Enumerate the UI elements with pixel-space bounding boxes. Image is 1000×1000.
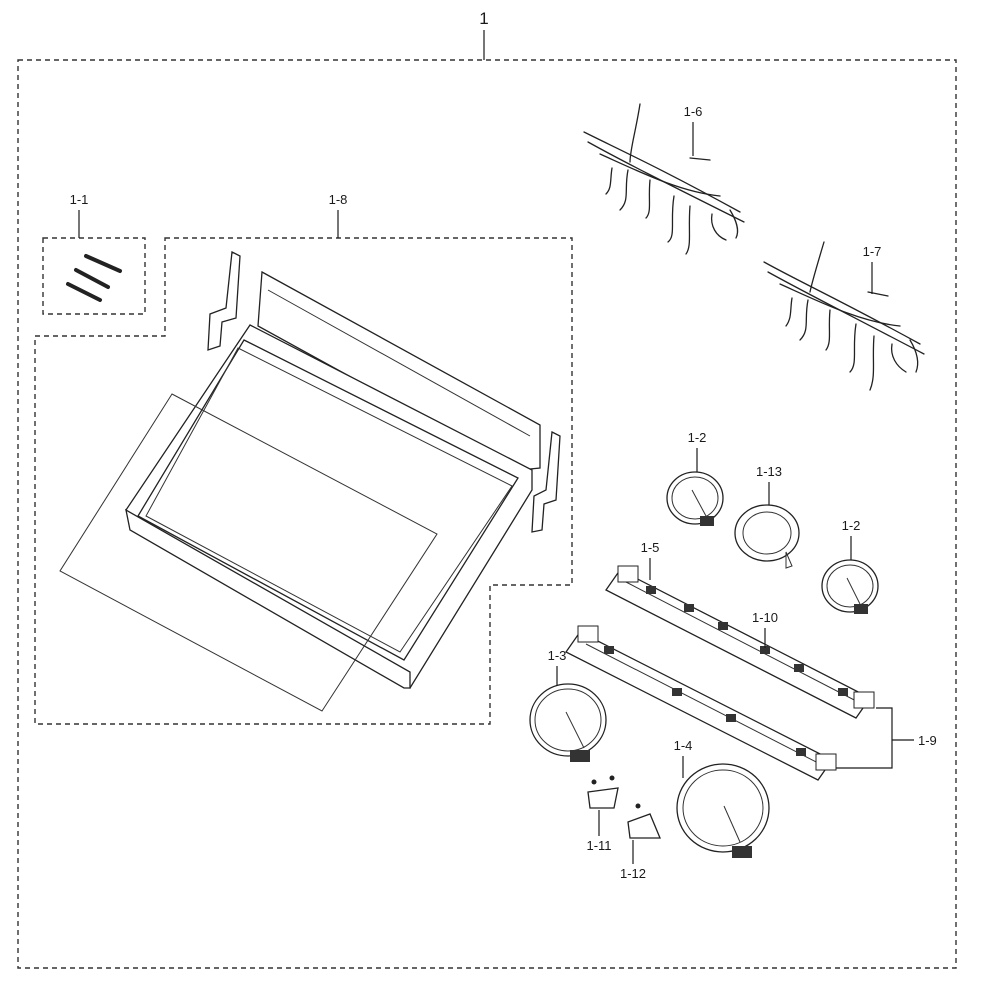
- part-trim-ring: [734, 504, 800, 569]
- part-small-burner-ring-1: [666, 471, 724, 526]
- part-screws: [42, 237, 146, 315]
- bracket-part-group: [836, 707, 893, 769]
- label-part: 1-4: [674, 738, 693, 753]
- part-terminal-bar-upper: [605, 565, 875, 719]
- label-part: 1-9: [918, 733, 937, 748]
- label-part: 1-5: [641, 540, 660, 555]
- label-part: 1-8: [329, 192, 348, 207]
- part-small-bracket-2: [627, 803, 661, 839]
- part-medium-burner-ring: [529, 683, 607, 762]
- label-part: 1-2: [688, 430, 707, 445]
- part-glass-panel: [59, 393, 438, 712]
- part-terminal-bar-lower: [565, 625, 837, 781]
- part-cooktop-frame: [125, 250, 561, 689]
- label-part: 1-3: [548, 648, 567, 663]
- part-small-bracket-1: [587, 775, 619, 809]
- label-part: 1-6: [684, 104, 703, 119]
- label-part: 1-7: [863, 244, 882, 259]
- label-part: 1-11: [586, 838, 611, 853]
- screws-box: [42, 237, 146, 315]
- part-wire-harness-2: [763, 241, 925, 391]
- label-part: 1-13: [756, 464, 782, 479]
- label-part: 1-10: [752, 610, 778, 625]
- label-part: 1-1: [70, 192, 89, 207]
- assembly-boundary: [17, 59, 957, 969]
- part-large-burner-ring: [676, 763, 770, 858]
- part-wire-harness-1: [583, 103, 745, 255]
- label-part: 1-2: [842, 518, 861, 533]
- part-small-burner-ring-2: [821, 559, 879, 614]
- cooktop-assembly-boundary: [34, 237, 573, 725]
- label-assembly: 1: [479, 9, 488, 28]
- label-part: 1-12: [620, 866, 646, 881]
